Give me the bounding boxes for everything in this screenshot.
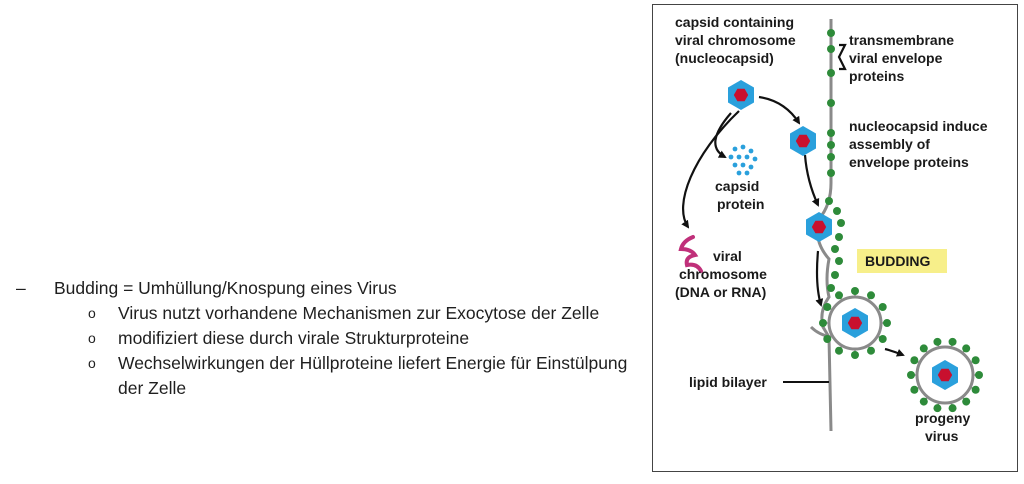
sub-bullet: o modifiziert diese durch virale Struktu… — [88, 326, 650, 351]
envelope-protein — [835, 346, 843, 355]
envelope-protein — [948, 337, 957, 346]
envelope-protein — [825, 197, 833, 205]
capsid-protein-dot — [740, 144, 746, 150]
capsid-protein-label: capsid protein — [715, 178, 764, 212]
capsid-protein-dot — [732, 146, 738, 152]
bullet-list: – Budding = Umhüllung/Knospung eines Vir… — [10, 276, 650, 401]
viral-core — [733, 88, 749, 102]
envelope-protein — [883, 319, 891, 327]
arrows — [681, 43, 905, 357]
envelope-protein — [835, 291, 843, 300]
envelope-protein — [831, 245, 839, 253]
envelope-protein — [948, 404, 957, 413]
envelope-protein — [827, 45, 835, 53]
envelope-protein — [907, 371, 915, 379]
envelope-protein — [835, 257, 843, 265]
envelope-protein — [833, 207, 841, 215]
lipid-bilayer-membrane — [815, 19, 833, 432]
envelope-protein — [837, 219, 845, 227]
circle-marker: o — [88, 355, 96, 371]
capsid-protein-dot — [748, 164, 754, 170]
capsid-protein-dot — [752, 156, 758, 162]
envelope-protein — [975, 371, 983, 379]
sub-bullet: o Virus nutzt vorhandene Mechanismen zur… — [88, 301, 650, 326]
induce-label: nucleocapsid induce assembly of envelope… — [849, 118, 991, 170]
lipid-bilayer-label: lipid bilayer — [689, 374, 767, 390]
envelope-protein — [819, 319, 827, 327]
envelope-protein — [827, 141, 835, 149]
arrow-to-capsid-protein — [714, 112, 732, 158]
sub-bullet-list: o Virus nutzt vorhandene Mechanismen zur… — [88, 301, 650, 401]
envelope-protein — [851, 287, 859, 295]
arrow-to-membrane — [758, 95, 801, 125]
transmembrane-label: transmembrane viral envelope proteins — [849, 32, 958, 84]
sub-bullet: o Wechselwirkungen der Hüllproteine lief… — [88, 351, 650, 401]
envelope-protein — [827, 153, 835, 161]
viral-core — [811, 220, 827, 234]
nucleocapsids — [728, 80, 958, 390]
envelope-protein — [827, 69, 835, 77]
envelope-protein — [910, 385, 919, 394]
envelope-protein — [962, 397, 971, 406]
arrow-to-progeny — [884, 347, 905, 357]
sub-bullet-text: Wechselwirkungen der Hüllproteine liefer… — [118, 353, 628, 398]
envelope-spikes — [819, 287, 983, 413]
virus-budding-figure: capsid containing viral chromosome (nucl… — [652, 4, 1018, 472]
circle-marker: o — [88, 330, 96, 346]
envelope-protein — [919, 344, 928, 353]
main-bullet: – Budding = Umhüllung/Knospung eines Vir… — [10, 276, 650, 301]
capsid-protein-dot — [728, 154, 734, 160]
dash-marker: – — [16, 278, 26, 298]
membrane-proteins — [825, 29, 845, 292]
nucleocapsid-label: capsid containing viral chromosome (nucl… — [675, 14, 800, 66]
sub-bullet-text: modifiziert diese durch virale Strukturp… — [118, 328, 470, 348]
bracket — [837, 43, 847, 71]
envelope-protein — [823, 335, 832, 343]
envelope-protein — [919, 397, 928, 406]
envelope-protein — [962, 344, 971, 353]
circle-marker: o — [88, 305, 96, 321]
envelope-protein — [878, 335, 887, 343]
envelope-protein — [827, 99, 835, 107]
viral-chromosome — [678, 235, 703, 273]
envelope-protein — [851, 351, 859, 359]
main-bullet-text: Budding = Umhüllung/Knospung eines Virus — [54, 278, 397, 298]
budding-diagram: capsid containing viral chromosome (nucl… — [675, 14, 991, 444]
envelope-protein — [878, 303, 887, 311]
capsid-protein-dot — [736, 170, 742, 176]
viral-core — [795, 134, 811, 148]
capsid-protein-dot — [732, 162, 738, 168]
sub-bullet-text: Virus nutzt vorhandene Mechanismen zur E… — [118, 303, 600, 323]
envelope-protein — [827, 284, 835, 292]
envelope-protein — [827, 29, 835, 37]
envelope-protein — [835, 233, 843, 241]
envelope-protein — [933, 337, 942, 346]
capsid-protein-dot — [736, 154, 742, 160]
envelope-protein — [867, 291, 875, 300]
envelope-protein — [867, 346, 875, 355]
arrow-to-chromosome — [681, 110, 740, 229]
arrow-to-bud — [815, 250, 824, 307]
arrow-to-budding — [803, 154, 820, 207]
capsid-protein-dot — [740, 162, 746, 168]
envelope-protein — [827, 129, 835, 137]
envelope-protein — [831, 271, 839, 279]
capsid-protein-dot — [744, 154, 750, 160]
envelope-protein — [971, 356, 980, 365]
budding-label: BUDDING — [865, 253, 930, 269]
envelope-protein — [933, 404, 942, 413]
progeny-label: progeny virus — [915, 410, 974, 444]
capsid-protein-dot — [748, 148, 754, 154]
capsid-protein-dot — [744, 170, 750, 176]
viral-core — [847, 316, 863, 330]
capsid-protein-dots — [728, 144, 758, 176]
viral-core — [937, 368, 953, 382]
envelope-protein — [910, 356, 919, 365]
envelope-protein — [827, 169, 835, 177]
budding-highlight — [857, 249, 947, 273]
envelope-protein — [823, 303, 832, 311]
chromosome-label: viral chromosome (DNA or RNA) — [675, 248, 771, 300]
envelope-protein — [971, 385, 980, 394]
